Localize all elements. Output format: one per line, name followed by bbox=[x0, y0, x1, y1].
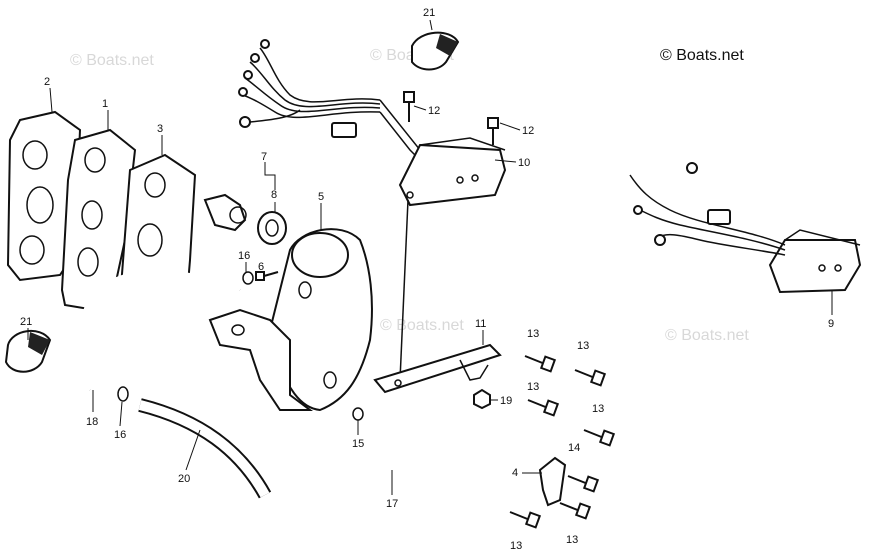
leader-lines bbox=[27, 19, 833, 495]
part-2-gasket bbox=[6, 110, 82, 282]
callout-8: 8 bbox=[271, 189, 277, 201]
part-15-clamp bbox=[352, 407, 364, 421]
callout-21: 21 bbox=[20, 316, 32, 328]
watermark: © Boats.net bbox=[70, 52, 154, 69]
callout-20: 20 bbox=[178, 473, 190, 485]
callout-12: 12 bbox=[522, 125, 534, 137]
watermark: © Boats.net bbox=[665, 327, 749, 344]
callout-7: 7 bbox=[261, 151, 267, 163]
part-13-bolt bbox=[524, 355, 557, 373]
part-14-bracket bbox=[538, 456, 567, 507]
callout-17: 17 bbox=[386, 498, 398, 510]
part-11-bracket bbox=[373, 343, 502, 394]
part-20-hose bbox=[138, 398, 272, 499]
callout-15: 15 bbox=[352, 438, 364, 450]
part-13-bolt bbox=[527, 399, 560, 417]
lower-mounting-plate bbox=[208, 308, 313, 411]
part-13-bolt bbox=[509, 511, 542, 529]
part-16-clamp bbox=[242, 271, 254, 285]
part-16-clamp bbox=[117, 386, 129, 402]
part-5-coil-bracket bbox=[268, 228, 373, 412]
callout-6: 6 bbox=[258, 261, 264, 273]
callout-3: 3 bbox=[157, 123, 163, 135]
copyright-text: © Boats.net bbox=[660, 47, 744, 64]
callout-13: 13 bbox=[527, 381, 539, 393]
callout-13: 13 bbox=[592, 403, 604, 415]
part-21-cable-clamp bbox=[411, 31, 460, 71]
part-19-nut bbox=[473, 388, 491, 410]
part-7-connector bbox=[203, 193, 247, 232]
watermark: © Boats.net bbox=[380, 317, 464, 334]
callout-5: 5 bbox=[318, 191, 324, 203]
part-13-bolt bbox=[559, 502, 592, 520]
callout-16: 16 bbox=[114, 429, 126, 441]
part-9-cdi-unit bbox=[629, 162, 862, 294]
part-6-screw bbox=[255, 271, 279, 281]
callout-16: 16 bbox=[238, 250, 250, 262]
callout-4: 4 bbox=[512, 467, 518, 479]
callout-18: 18 bbox=[86, 416, 98, 428]
callout-10: 10 bbox=[518, 157, 530, 169]
callout-12: 12 bbox=[428, 105, 440, 117]
part-10-cdi-unit bbox=[398, 137, 507, 207]
callout-9: 9 bbox=[828, 318, 834, 330]
part-12-bolt bbox=[487, 117, 499, 145]
part-14-bolt bbox=[567, 475, 600, 493]
callout-19: 19 bbox=[500, 395, 512, 407]
callout-labels: 1 2 3 4 5 6 7 8 9 10 11 12 12 13 13 13 1… bbox=[20, 7, 834, 552]
callout-13: 13 bbox=[577, 340, 589, 352]
callout-13: 13 bbox=[566, 534, 578, 546]
callout-13: 13 bbox=[510, 540, 522, 552]
mounting-rod bbox=[399, 199, 409, 381]
part-8-grommet bbox=[257, 211, 287, 245]
callout-1: 1 bbox=[102, 98, 108, 110]
callout-11: 11 bbox=[475, 318, 486, 330]
part-13-bolt bbox=[574, 369, 607, 387]
callout-13: 13 bbox=[527, 328, 539, 340]
part-12-bolt bbox=[403, 91, 415, 122]
part-13-bolt bbox=[583, 429, 616, 447]
callout-21: 21 bbox=[423, 7, 435, 19]
part-21-cable-clamp bbox=[4, 330, 52, 373]
wire-harness bbox=[238, 39, 441, 171]
callout-2: 2 bbox=[44, 76, 50, 88]
callout-14: 14 bbox=[568, 442, 580, 454]
part-1-plate bbox=[60, 128, 137, 312]
